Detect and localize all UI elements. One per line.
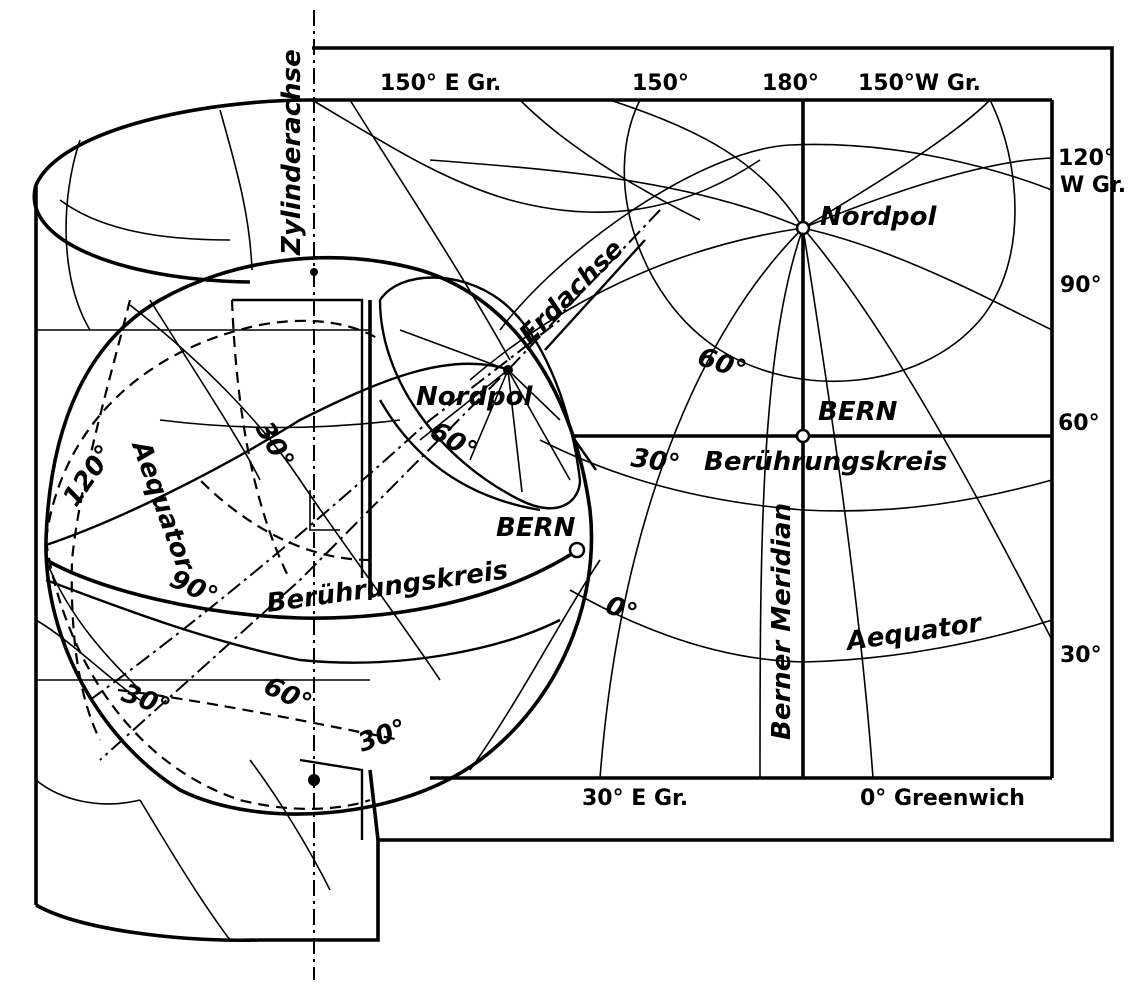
circle-30-lower — [539, 439, 1053, 512]
label-globe-120: 120° — [57, 440, 120, 512]
globe-equator — [45, 362, 511, 547]
globe-beruehrungskreis — [45, 548, 579, 620]
circle-60 — [623, 99, 1016, 382]
globe — [44, 209, 661, 840]
map-latitude-circles — [311, 99, 1053, 771]
tangent-connector — [571, 435, 597, 471]
label-120: 120° — [1058, 146, 1115, 171]
globe-labels: Zylinderachse Erdachse Nordpol 60° 30° 1… — [57, 49, 646, 759]
circle-outer — [469, 559, 601, 771]
label-globe-aequator: Aequator — [125, 435, 201, 577]
label-globe-bern: BERN — [496, 513, 576, 543]
equator-curve — [569, 589, 1053, 663]
globe-bern-point — [568, 541, 586, 559]
label-globe-30-c: 30° — [354, 714, 410, 759]
cylinder-top-ellipse — [32, 98, 313, 284]
projected-map: 150° E Gr. 150° 180° 150°W Gr. 120° W Gr… — [311, 46, 1126, 842]
label-w-gr: W Gr. — [1060, 173, 1126, 198]
label-180: 180° — [762, 71, 819, 96]
label-90: 90° — [1060, 273, 1102, 298]
circle-30 — [499, 143, 1053, 331]
label-erdachse: Erdachse — [514, 234, 630, 350]
label-30: 30° — [1060, 643, 1102, 668]
map-frame — [312, 46, 1114, 842]
label-bern: BERN — [818, 397, 898, 427]
map-nordpol-point — [795, 220, 811, 236]
label-globe-30-b: 30° — [118, 678, 174, 723]
label-60: 60° — [1058, 411, 1100, 436]
label-150-e-gr: 150° E Gr. — [380, 71, 501, 96]
label-circle-60: 60° — [694, 342, 750, 386]
map-bern-point — [795, 428, 811, 444]
label-circle-30: 30° — [629, 443, 682, 480]
globe-back-ellipse — [44, 319, 381, 541]
label-greenwich: 0° Greenwich — [860, 786, 1025, 811]
cylinder — [32, 98, 380, 943]
label-aequator: Aequator — [843, 608, 986, 657]
label-150: 150° — [632, 71, 689, 96]
label-globe-60: 60° — [425, 416, 483, 467]
label-30-e-gr: 30° E Gr. — [582, 786, 688, 811]
label-globe-60-b: 60° — [259, 671, 316, 719]
globe-polar-cap — [378, 276, 582, 510]
label-nordpol: Nordpol — [820, 202, 938, 232]
cylinder-bottom — [35, 840, 380, 943]
label-beruehrungskreis: Berührungskreis — [704, 447, 947, 477]
label-globe-beruehrungskreis: Berührungskreis — [265, 555, 510, 619]
globe-outline — [44, 256, 594, 816]
label-berner-meridian: Berner Meridian — [767, 503, 797, 740]
label-150-w-gr: 150°W Gr. — [858, 71, 981, 96]
label-zylinderachse: Zylinderachse — [277, 49, 307, 256]
label-globe-nordpol: Nordpol — [416, 382, 534, 412]
erdachse-line — [99, 209, 661, 761]
map-meridians — [349, 99, 1053, 779]
